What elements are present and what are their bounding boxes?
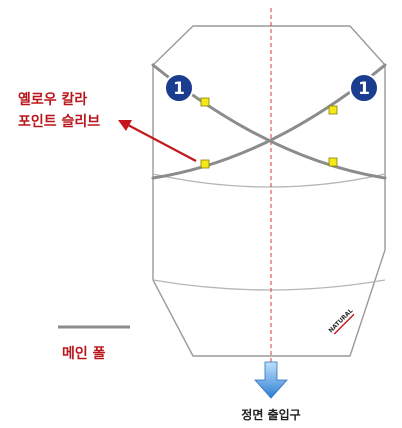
seam-band-lower xyxy=(152,279,386,291)
yellow-sleeve-marker-upper-right xyxy=(328,105,338,115)
tent-outline xyxy=(152,25,386,357)
yellow-sleeve-marker-lower-left xyxy=(200,159,210,169)
yellow-sleeve-marker-upper-left xyxy=(200,97,210,107)
main-pole-legend-label: 메인 폴 xyxy=(62,345,106,362)
badge-right-text: 1 xyxy=(358,79,370,99)
brand-logo: NATURAL xyxy=(327,307,355,335)
yellow-sleeve-marker-lower-right xyxy=(328,157,338,167)
callout-arrow-head xyxy=(118,120,132,131)
yellow-sleeve-label-line2: 포인트 슬리브 xyxy=(18,113,100,130)
seam-band-upper xyxy=(152,173,386,188)
number-badge-left: 1 xyxy=(164,73,194,103)
number-badge-right: 1 xyxy=(349,73,379,103)
callout-arrow-line xyxy=(127,124,197,162)
yellow-sleeve-label-line1: 옐로우 칼라 xyxy=(18,92,87,108)
front-entrance-label: 정면 출입구 xyxy=(241,407,300,422)
brand-logo-text: NATURAL xyxy=(327,307,354,334)
badge-left-text: 1 xyxy=(173,79,185,99)
front-entrance-arrow xyxy=(254,361,288,399)
